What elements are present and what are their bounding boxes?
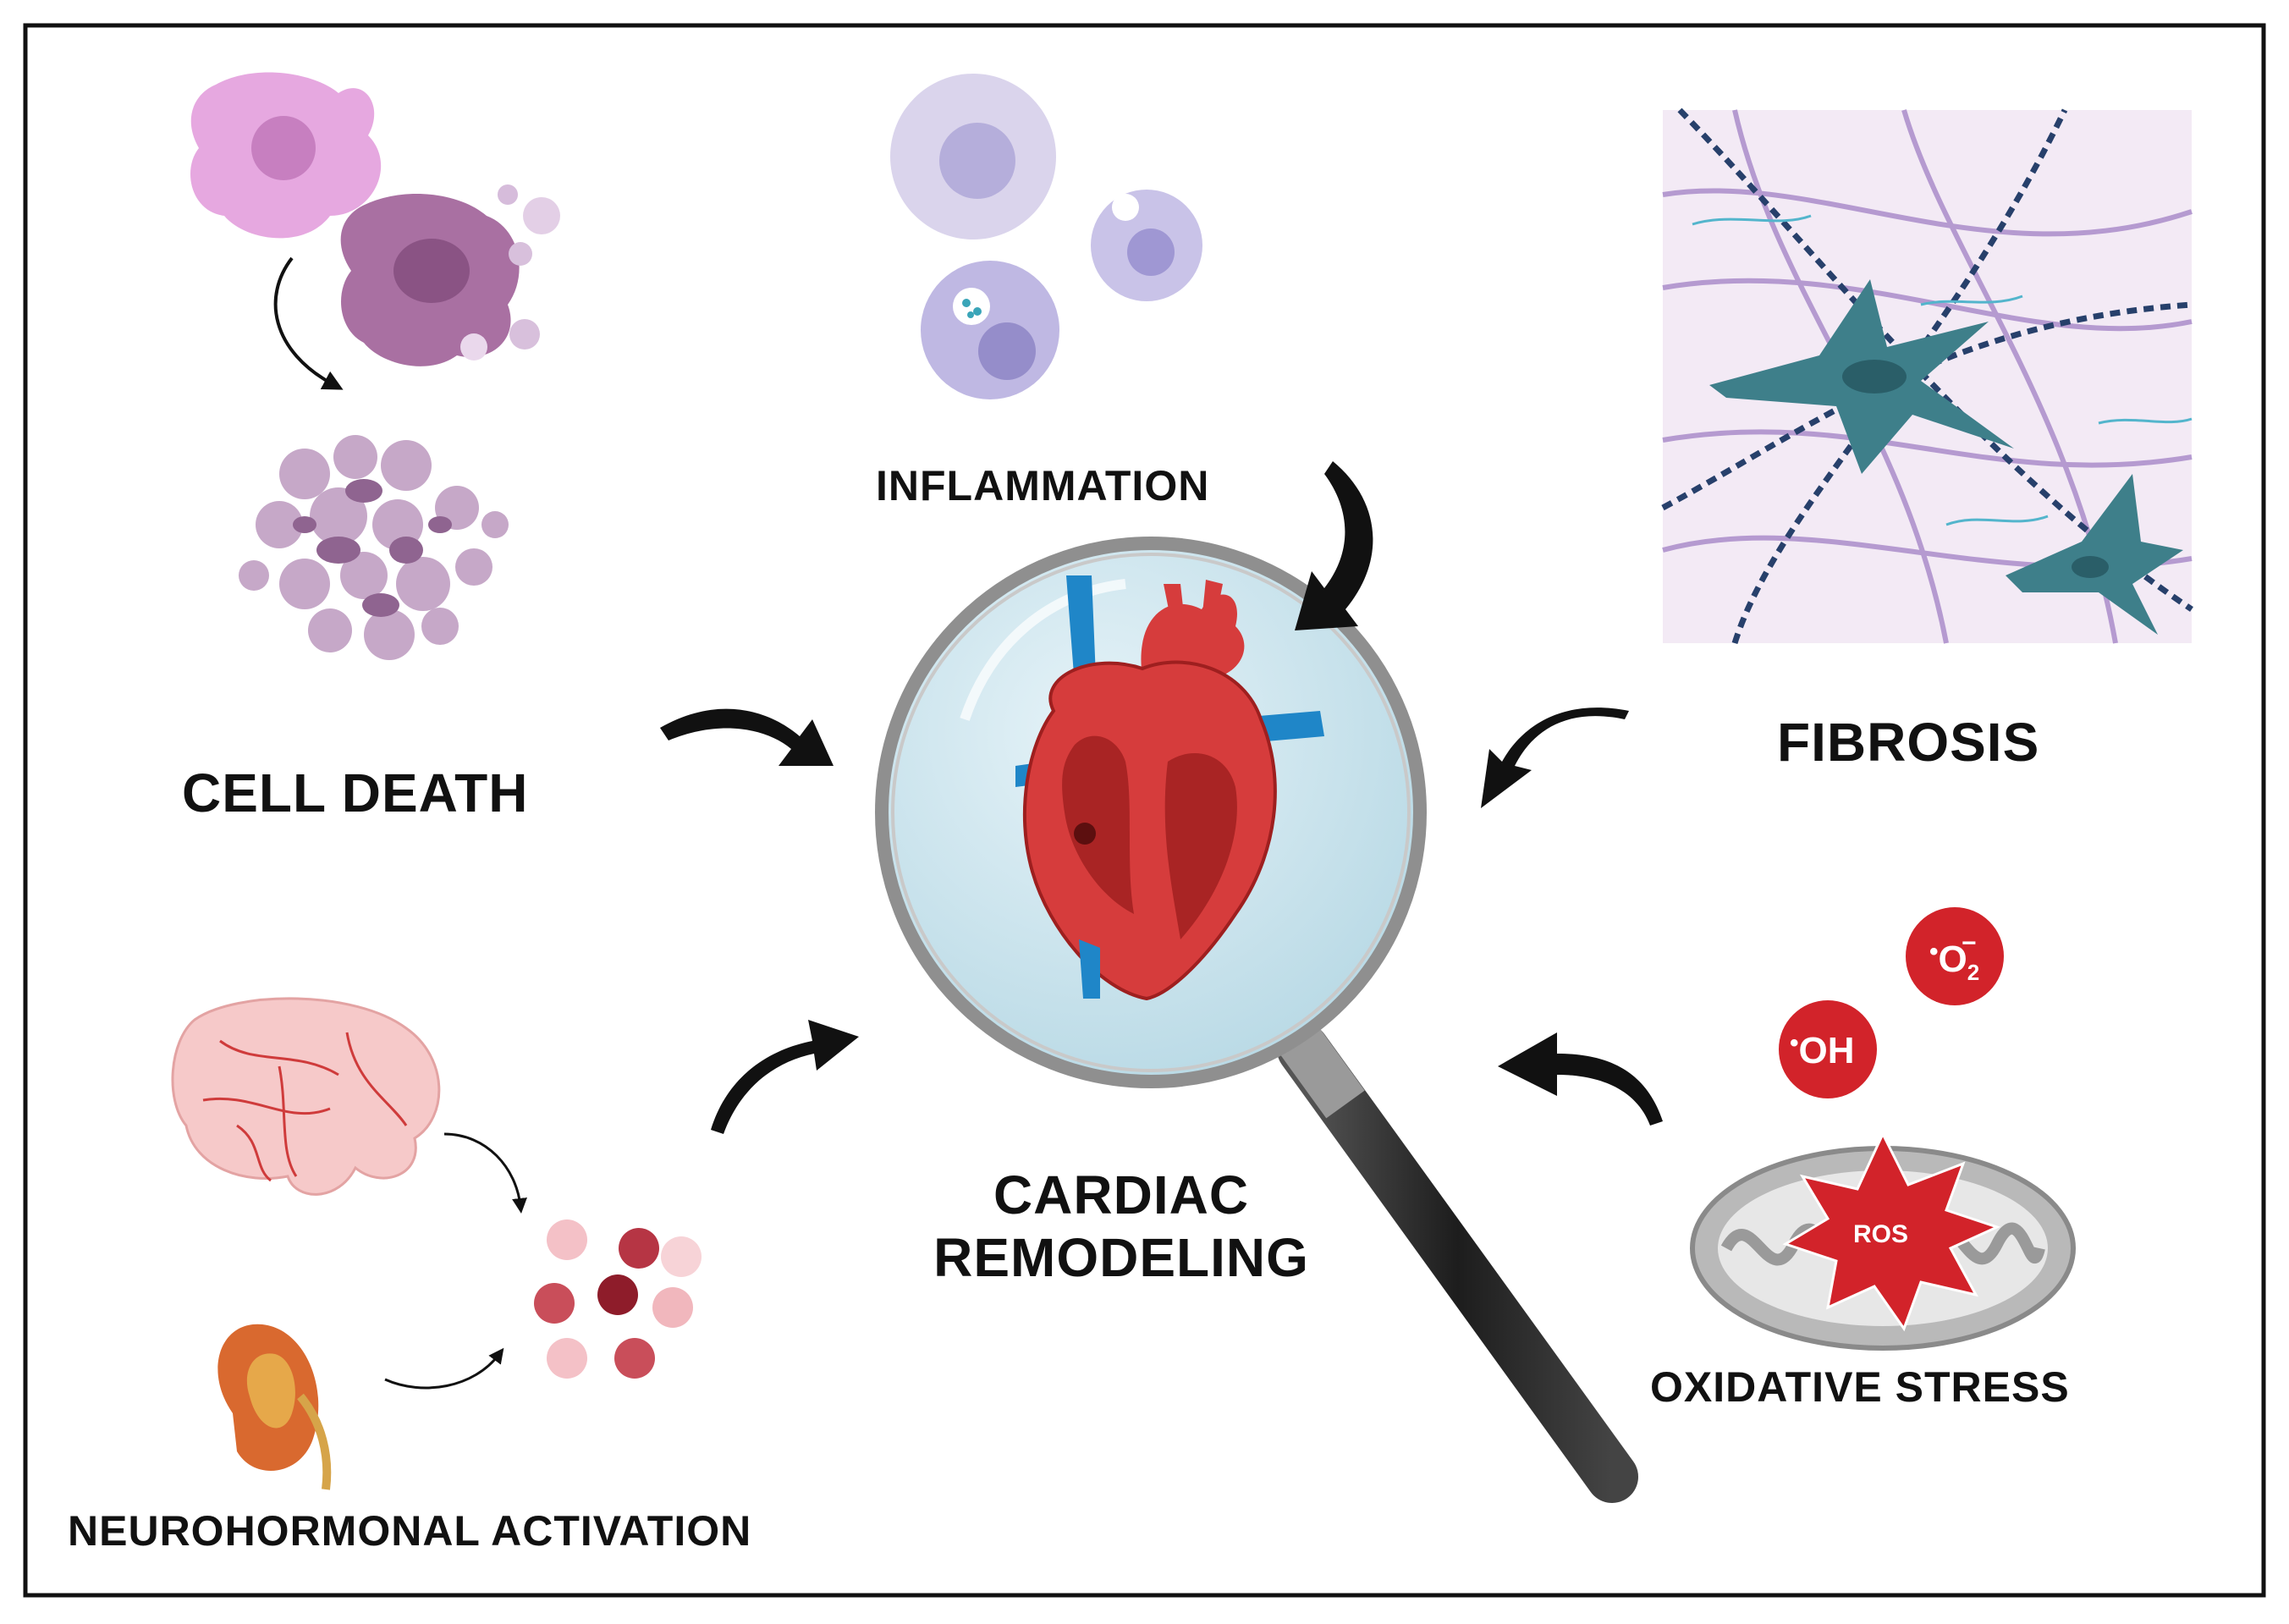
label-fibrosis: FIBROSIS — [1777, 712, 2040, 773]
oxidative-stress-illustration: •O2 − •OH ROS — [1690, 907, 2076, 1351]
label-cardiac-line1: CARDIAC — [993, 1164, 1250, 1225]
hormone-particles — [534, 1219, 702, 1379]
hydroxyl-ion — [1779, 1000, 1877, 1098]
inflammation-illustration — [890, 74, 1202, 399]
label-cell-death: CELL DEATH — [182, 762, 529, 823]
svg-text:ROS: ROS — [1853, 1220, 1908, 1248]
svg-text:−: − — [1962, 929, 1977, 957]
cell-death-illustration — [190, 72, 560, 660]
label-neurohormonal-activation: NEUROHORMONAL ACTIVATION — [68, 1507, 752, 1555]
label-inflammation: INFLAMMATION — [876, 462, 1210, 509]
label-oxidative-stress: OXIDATIVE STRESS — [1650, 1363, 2070, 1411]
fibrosis-illustration — [1661, 107, 2193, 645]
ros-burst — [1782, 1131, 2001, 1332]
svg-text:•OH: •OH — [1790, 1029, 1855, 1071]
superoxide-ion — [1906, 907, 2004, 1005]
arrows — [660, 461, 1663, 1134]
label-cardiac-line2: REMODELING — [933, 1227, 1309, 1288]
svg-text:•O2: •O2 — [1929, 938, 1979, 985]
label-cardiac-remodeling: CARDIAC REMODELING — [927, 1164, 1316, 1289]
heart-illustration — [1015, 575, 1324, 1001]
neurohormonal-illustration — [171, 997, 702, 1490]
